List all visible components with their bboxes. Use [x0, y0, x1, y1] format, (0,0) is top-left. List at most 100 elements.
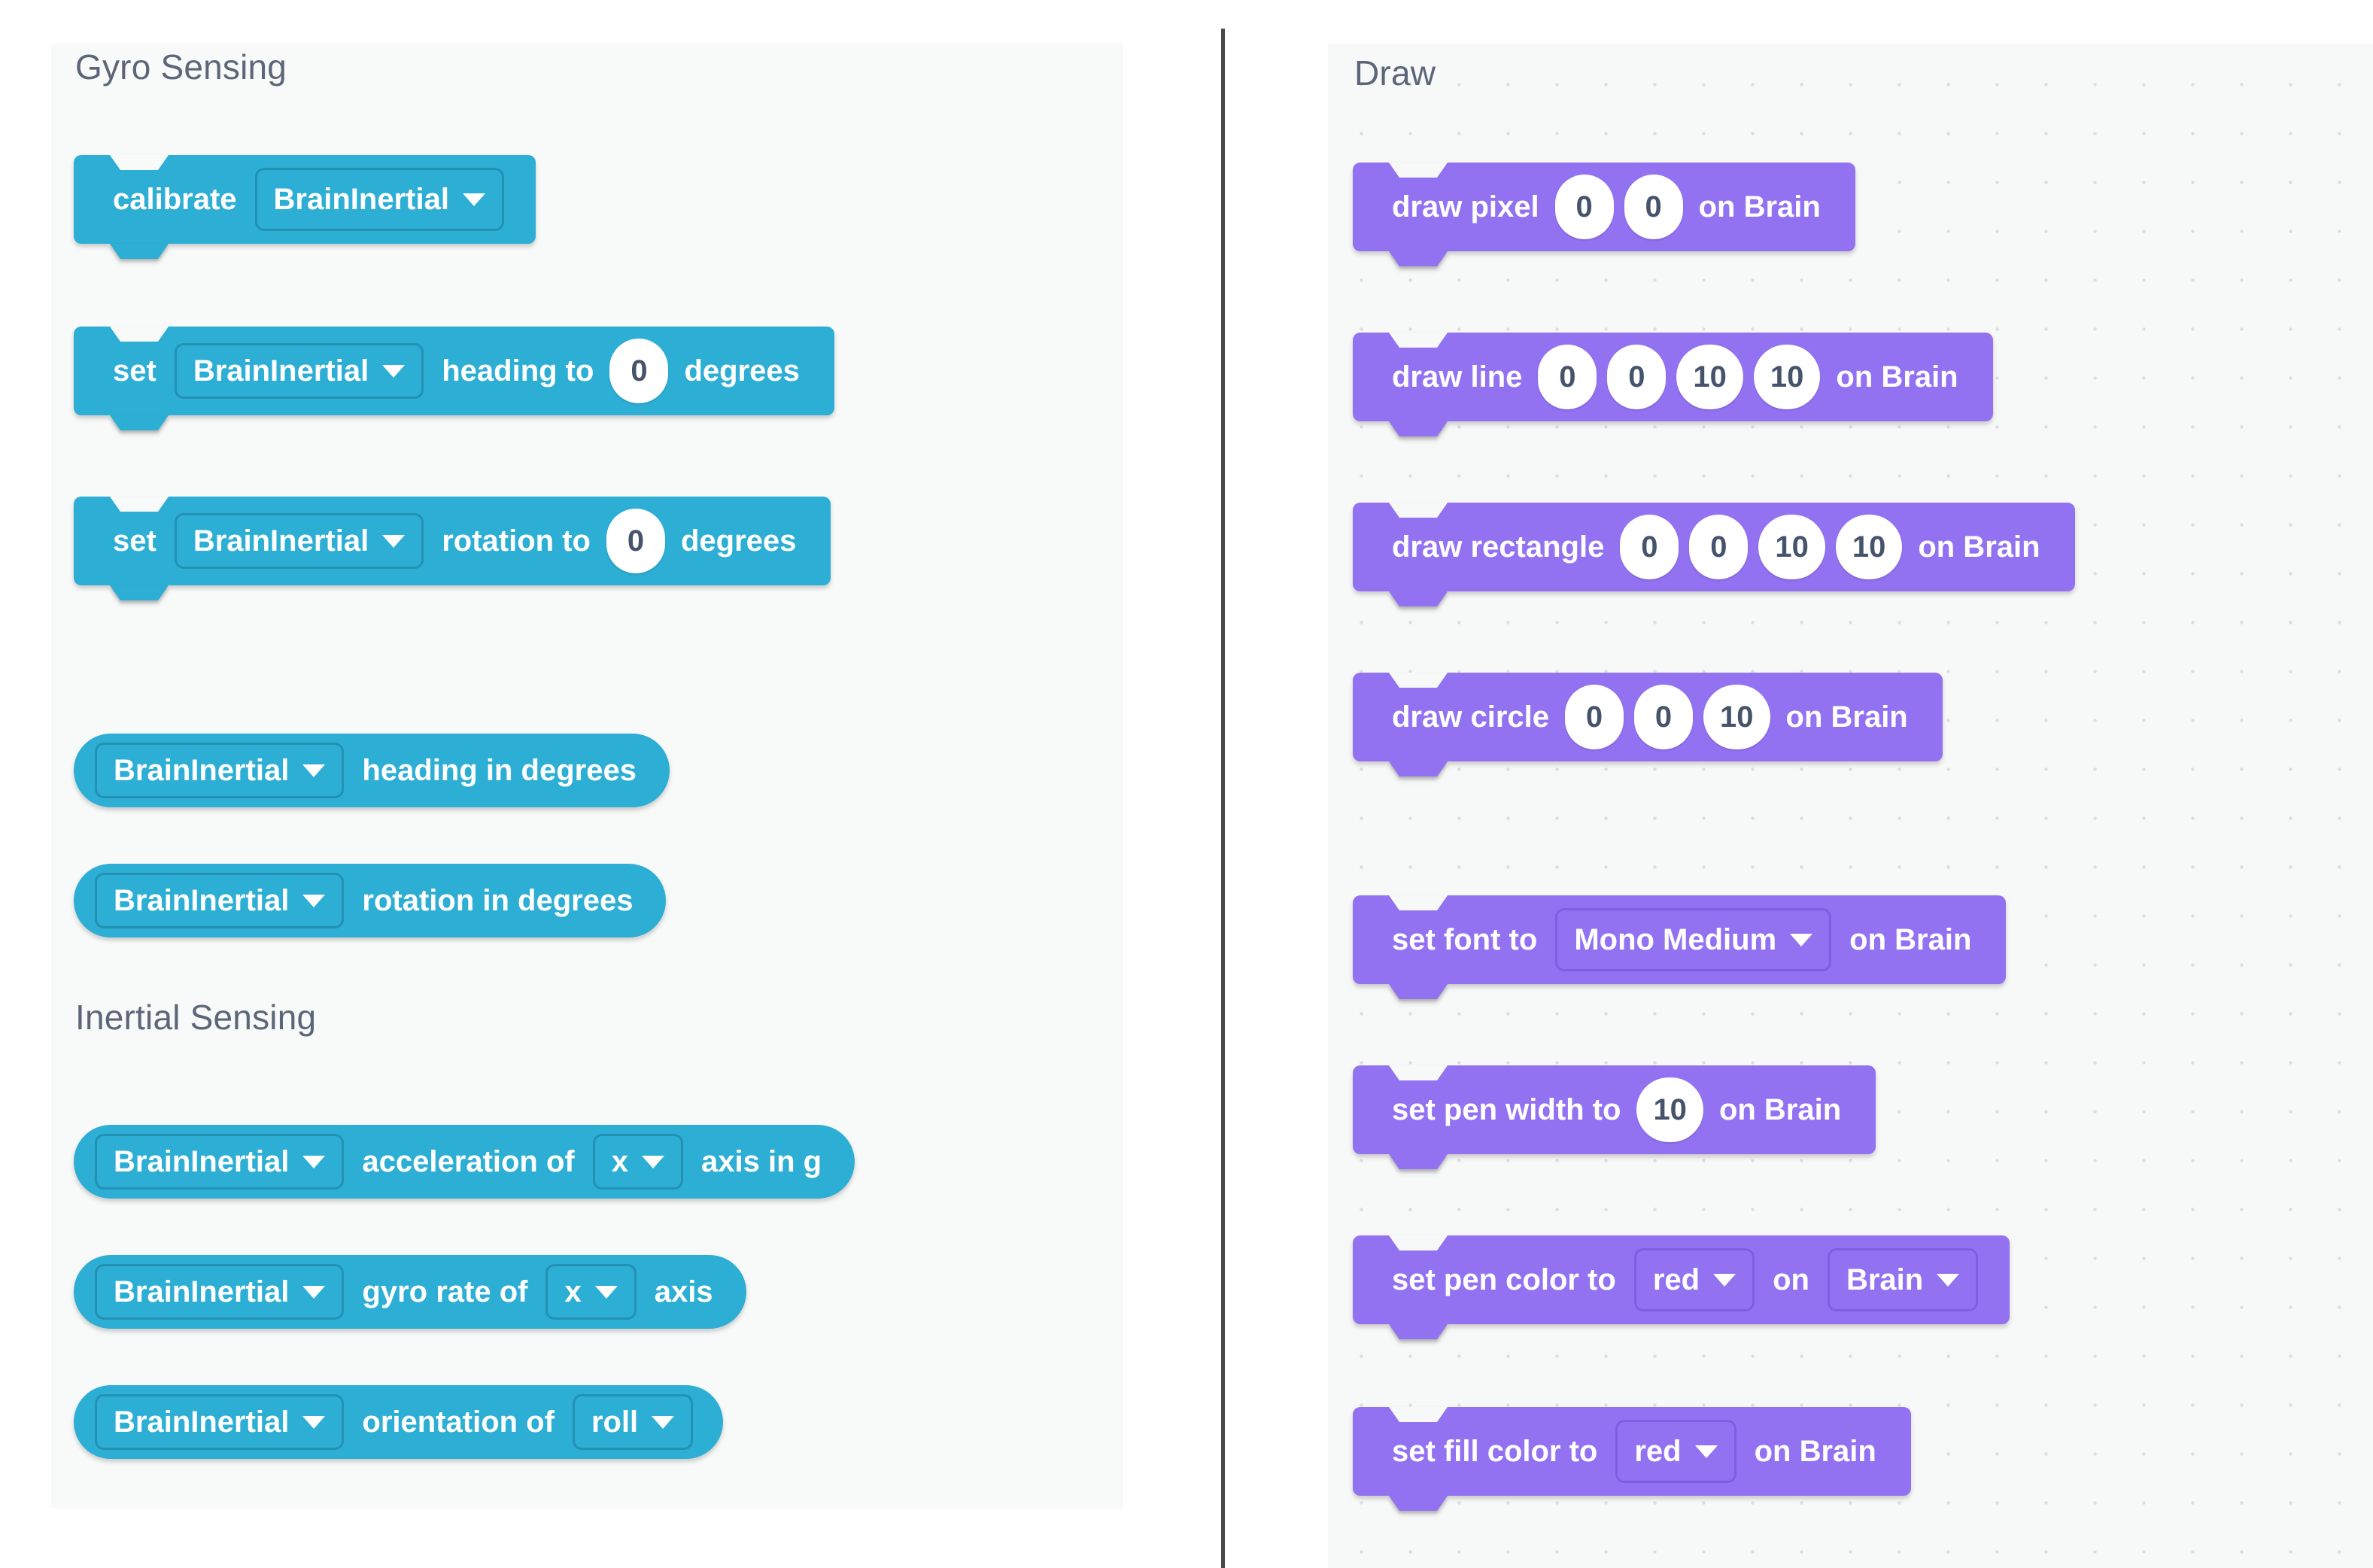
dropdown-orientation-axis[interactable]: roll [572, 1394, 694, 1450]
block-label-on-brain: on Brain [1785, 700, 1908, 734]
block-label-set-pen-width-to: set pen width to [1392, 1093, 1621, 1126]
block-label-on-brain: on Brain [1698, 190, 1821, 223]
dropdown-calibrate-device[interactable]: BrainInertial [254, 168, 504, 231]
chevron-down-icon [302, 894, 326, 907]
block-set-pen-width[interactable]: set pen width to 10 on Brain [1353, 1065, 1876, 1154]
input-draw-pixel-y[interactable]: 0 [1624, 175, 1683, 239]
section-heading-gyro-sensing: Gyro Sensing [75, 47, 287, 87]
input-draw-line-y1[interactable]: 0 [1607, 345, 1667, 409]
block-label-gyro-rate-of: gyro rate of [362, 1275, 528, 1308]
block-label-axis-in-g: axis in g [700, 1145, 822, 1178]
block-label-draw-pixel: draw pixel [1392, 190, 1539, 223]
input-draw-line-x1[interactable]: 0 [1538, 345, 1597, 409]
input-draw-rectangle-height[interactable]: 10 [1835, 515, 1903, 579]
dropdown-value-device: BrainInertial [114, 1145, 290, 1178]
block-draw-line[interactable]: draw line 0 0 10 10 on Brain [1353, 333, 1993, 421]
dropdown-rotation-reporter-device[interactable]: BrainInertial [95, 873, 345, 928]
block-acceleration-of-axis[interactable]: BrainInertial acceleration of x axis in … [74, 1125, 855, 1199]
dropdown-orientation-device[interactable]: BrainInertial [95, 1394, 345, 1450]
dropdown-set-rotation-device[interactable]: BrainInertial [174, 513, 424, 569]
dropdown-value-device: Brain [1846, 1263, 1924, 1296]
chevron-down-icon [594, 1285, 618, 1299]
dropdown-set-heading-device[interactable]: BrainInertial [174, 343, 424, 399]
chevron-down-icon [1694, 1445, 1718, 1458]
input-heading-value[interactable]: 0 [609, 339, 669, 403]
panel-divider [1221, 29, 1225, 1568]
dropdown-value-device: BrainInertial [114, 1275, 290, 1308]
chevron-down-icon [1713, 1273, 1736, 1287]
block-orientation-of[interactable]: BrainInertial orientation of roll [74, 1385, 724, 1459]
chevron-down-icon [652, 1415, 675, 1429]
dropdown-value-color: red [1634, 1435, 1682, 1468]
block-label-degrees: degrees [684, 354, 800, 387]
block-set-fill-color[interactable]: set fill color to red on Brain [1353, 1407, 1911, 1496]
draw-palette-panel [1328, 44, 2373, 1568]
dropdown-gyro-rate-device[interactable]: BrainInertial [95, 1264, 345, 1320]
input-draw-rectangle-x[interactable]: 0 [1620, 515, 1679, 579]
block-label-draw-circle: draw circle [1392, 700, 1550, 734]
dropdown-heading-reporter-device[interactable]: BrainInertial [95, 743, 345, 798]
input-draw-circle-y[interactable]: 0 [1634, 685, 1694, 749]
input-draw-line-x2[interactable]: 10 [1676, 345, 1743, 409]
input-pen-width-value[interactable]: 10 [1636, 1077, 1703, 1142]
dropdown-fill-color[interactable]: red [1615, 1420, 1736, 1483]
chevron-down-icon [1790, 933, 1813, 947]
dropdown-value-font: Mono Medium [1574, 923, 1777, 956]
dropdown-value-device: BrainInertial [114, 754, 290, 787]
dropdown-acceleration-axis[interactable]: x [592, 1134, 683, 1190]
block-set-rotation[interactable]: set BrainInertial rotation to 0 degrees [74, 497, 831, 585]
input-rotation-value[interactable]: 0 [606, 509, 665, 573]
block-set-pen-color[interactable]: set pen color to red on Brain [1353, 1235, 2010, 1324]
block-rotation-in-degrees[interactable]: BrainInertial rotation in degrees [74, 864, 667, 937]
block-draw-pixel[interactable]: draw pixel 0 0 on Brain [1353, 163, 1855, 251]
dropdown-value-axis: x [611, 1145, 628, 1178]
block-draw-rectangle[interactable]: draw rectangle 0 0 10 10 on Brain [1353, 503, 2075, 591]
dropdown-acceleration-device[interactable]: BrainInertial [95, 1134, 345, 1190]
block-set-font[interactable]: set font to Mono Medium on Brain [1353, 895, 2007, 984]
block-set-heading[interactable]: set BrainInertial heading to 0 degrees [74, 327, 834, 415]
block-label-rotation-to: rotation to [442, 524, 591, 558]
input-draw-rectangle-width[interactable]: 10 [1758, 515, 1825, 579]
block-label-on-brain: on Brain [1918, 530, 2040, 564]
block-label-on-brain: on Brain [1718, 1093, 1842, 1126]
chevron-down-icon [302, 1285, 326, 1299]
block-label-acceleration-of: acceleration of [362, 1145, 575, 1178]
input-draw-line-y2[interactable]: 10 [1753, 345, 1821, 409]
block-label-heading-in-degrees: heading in degrees [362, 754, 637, 787]
block-label-on: on [1773, 1263, 1809, 1296]
block-draw-circle[interactable]: draw circle 0 0 10 on Brain [1353, 673, 1943, 761]
input-draw-circle-radius[interactable]: 10 [1703, 685, 1770, 749]
dropdown-value-device: BrainInertial [193, 524, 369, 558]
block-label-degrees: degrees [680, 524, 797, 558]
block-heading-in-degrees[interactable]: BrainInertial heading in degrees [74, 734, 670, 807]
dropdown-value-axis: x [564, 1275, 582, 1308]
section-heading-inertial-sensing: Inertial Sensing [75, 998, 317, 1037]
input-draw-circle-x[interactable]: 0 [1565, 685, 1624, 749]
dropdown-value-device: BrainInertial [193, 354, 369, 387]
dropdown-value-color: red [1652, 1263, 1700, 1296]
block-gyro-rate-of-axis[interactable]: BrainInertial gyro rate of x axis [74, 1255, 746, 1329]
block-label-set-font-to: set font to [1392, 923, 1538, 956]
block-label-draw-rectangle: draw rectangle [1392, 530, 1605, 564]
dropdown-value-axis: roll [591, 1405, 639, 1439]
dropdown-value-device: BrainInertial [114, 1405, 290, 1439]
block-calibrate-brain-inertial[interactable]: calibrate BrainInertial [74, 155, 536, 244]
block-label-set: set [113, 524, 156, 558]
chevron-down-icon [302, 764, 326, 777]
chevron-down-icon [1937, 1273, 1960, 1287]
block-label-on-brain: on Brain [1836, 360, 1958, 394]
block-label-set-pen-color-to: set pen color to [1392, 1263, 1616, 1296]
block-label-calibrate: calibrate [113, 183, 237, 216]
dropdown-pen-color-device[interactable]: Brain [1827, 1248, 1979, 1311]
input-draw-rectangle-y[interactable]: 0 [1689, 515, 1749, 579]
block-label-set: set [113, 354, 156, 387]
block-label-draw-line: draw line [1392, 360, 1523, 394]
dropdown-pen-color[interactable]: red [1633, 1248, 1755, 1311]
block-label-axis: axis [654, 1275, 713, 1308]
section-heading-draw: Draw [1354, 53, 1436, 93]
dropdown-gyro-rate-axis[interactable]: x [545, 1264, 637, 1320]
input-draw-pixel-x[interactable]: 0 [1554, 175, 1614, 239]
chevron-down-icon [302, 1155, 326, 1168]
dropdown-font[interactable]: Mono Medium [1555, 908, 1832, 971]
chevron-down-icon [641, 1155, 664, 1168]
